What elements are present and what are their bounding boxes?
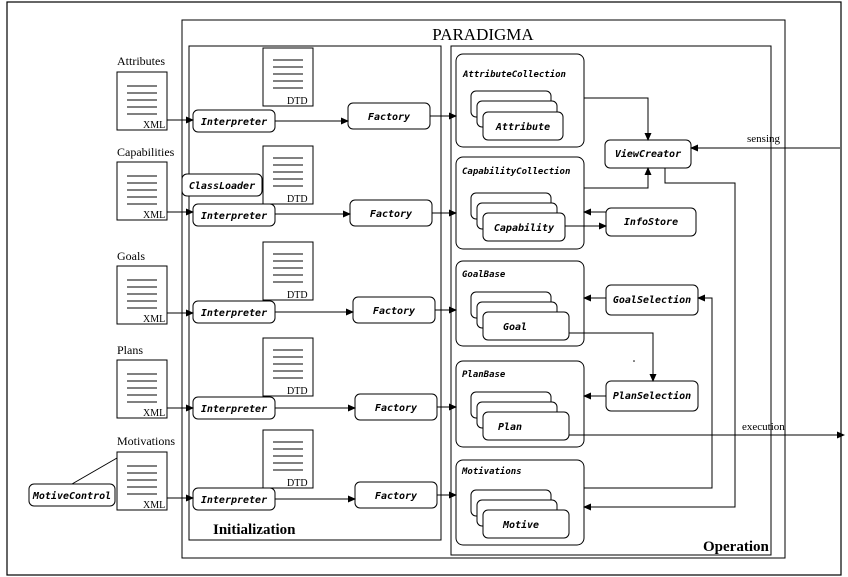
arrow-capability-viewcreator	[584, 167, 652, 189]
plan-base-box: PlanBase Plan	[455, 360, 585, 448]
attribute-collection-box: AttributeCollection Attribute	[455, 53, 585, 148]
factory-label: Factory	[373, 306, 416, 317]
goal-item-label: Goal	[503, 322, 527, 333]
motive-control-box: MotiveControl	[28, 483, 116, 507]
interpreter-label: Interpreter	[201, 495, 267, 506]
factory-label: Factory	[368, 112, 411, 123]
goal-selection-box: GoalSelection	[605, 284, 699, 316]
dtd-doc-5: DTD	[262, 429, 314, 489]
dtd-doc-2: DTD	[262, 145, 314, 205]
info-store-label: InfoStore	[624, 217, 678, 228]
plan-selection-label: PlanSelection	[613, 390, 691, 402]
interpreter-box-5: Interpreter	[192, 487, 276, 511]
interpreter-box-2: Interpreter	[192, 203, 276, 227]
class-loader-label: ClassLoader	[189, 181, 255, 192]
interpreter-label: Interpreter	[201, 308, 267, 319]
arrow-attribute-viewcreator	[584, 97, 652, 141]
factory-label: Factory	[375, 491, 418, 502]
sensing-label: sensing	[747, 133, 781, 145]
interpreter-box-3: Interpreter	[192, 300, 276, 324]
plan-base-label: PlanBase	[462, 370, 506, 380]
paradigma-title: PARADIGMA	[432, 25, 534, 44]
stray-dot	[633, 360, 635, 362]
plan-selection-box: PlanSelection	[605, 380, 699, 412]
page-frame	[6, 1, 842, 576]
factory-label: Factory	[370, 209, 413, 220]
dtd-doc-4: DTD	[262, 337, 314, 397]
class-loader-box: ClassLoader	[181, 173, 263, 197]
motivations-label: Motivations	[461, 466, 522, 477]
plan-item-label: Plan	[498, 422, 522, 433]
capability-collection-box: CapabilityCollection Capability	[455, 156, 585, 250]
view-creator-box: ViewCreator	[604, 139, 692, 169]
initialization-label: Initialization	[213, 522, 296, 538]
factory-label: Factory	[375, 403, 418, 414]
interpreter-box-4: Interpreter	[192, 396, 276, 420]
interpreter-label: Interpreter	[201, 404, 267, 415]
xml-doc-attributes: XML	[116, 71, 168, 131]
factory-box-5: Factory	[354, 481, 438, 509]
motive-control-link	[71, 457, 118, 485]
input-label-plans: Plans	[117, 343, 143, 357]
dtd-doc-3: DTD	[262, 241, 314, 301]
dtd-label: DTD	[287, 386, 308, 397]
xml-doc-motivations: XML	[116, 451, 168, 511]
interpreter-label: Interpreter	[201, 117, 267, 128]
initialization-box	[188, 45, 442, 541]
xml-label: XML	[143, 408, 165, 419]
factory-box-3: Factory	[352, 296, 436, 324]
arrow-viewcreator-motivations	[583, 168, 736, 511]
xml-label: XML	[143, 314, 165, 325]
arrow-goal-plan	[569, 332, 657, 382]
xml-label: XML	[143, 210, 165, 221]
dtd-doc-1: DTD	[262, 47, 314, 107]
input-label-attributes: Attributes	[117, 54, 165, 68]
goal-selection-label: GoalSelection	[613, 294, 691, 306]
view-creator-label: ViewCreator	[615, 148, 681, 160]
dtd-label: DTD	[287, 478, 308, 489]
dtd-label: DTD	[287, 194, 308, 205]
factory-box-4: Factory	[354, 393, 438, 421]
dtd-label: DTD	[287, 290, 308, 301]
execution-label: execution	[742, 421, 785, 433]
capability-item-label: Capability	[494, 222, 555, 234]
goal-base-label: GoalBase	[462, 270, 506, 280]
interpreter-box-1: Interpreter	[192, 109, 276, 133]
input-label-capabilities: Capabilities	[117, 145, 175, 159]
factory-box-2: Factory	[349, 199, 433, 227]
attribute-collection-label: AttributeCollection	[462, 69, 566, 80]
motive-item-label: Motive	[502, 519, 539, 531]
xml-doc-plans: XML	[116, 359, 168, 419]
paradigma-box	[181, 19, 786, 559]
operation-label: Operation	[703, 539, 769, 555]
xml-doc-capabilities: XML	[116, 161, 168, 221]
factory-box-1: Factory	[347, 102, 431, 130]
capability-collection-label: CapabilityCollection	[462, 166, 570, 177]
input-label-goals: Goals	[117, 249, 145, 263]
motivations-box: Motivations Motive	[455, 459, 585, 546]
dtd-label: DTD	[287, 96, 308, 107]
info-store-box: InfoStore	[605, 207, 697, 237]
interpreter-label: Interpreter	[201, 211, 267, 222]
arrow-goalselection-loop	[584, 294, 713, 489]
motive-control-label: MotiveControl	[32, 490, 111, 502]
operation-box	[450, 45, 772, 556]
xml-label: XML	[143, 500, 165, 511]
xml-label: XML	[143, 120, 165, 131]
xml-doc-goals: XML	[116, 265, 168, 325]
attribute-item-label: Attribute	[495, 121, 550, 133]
goal-base-box: GoalBase Goal	[455, 260, 585, 347]
input-label-motivations: Motivations	[117, 434, 175, 448]
